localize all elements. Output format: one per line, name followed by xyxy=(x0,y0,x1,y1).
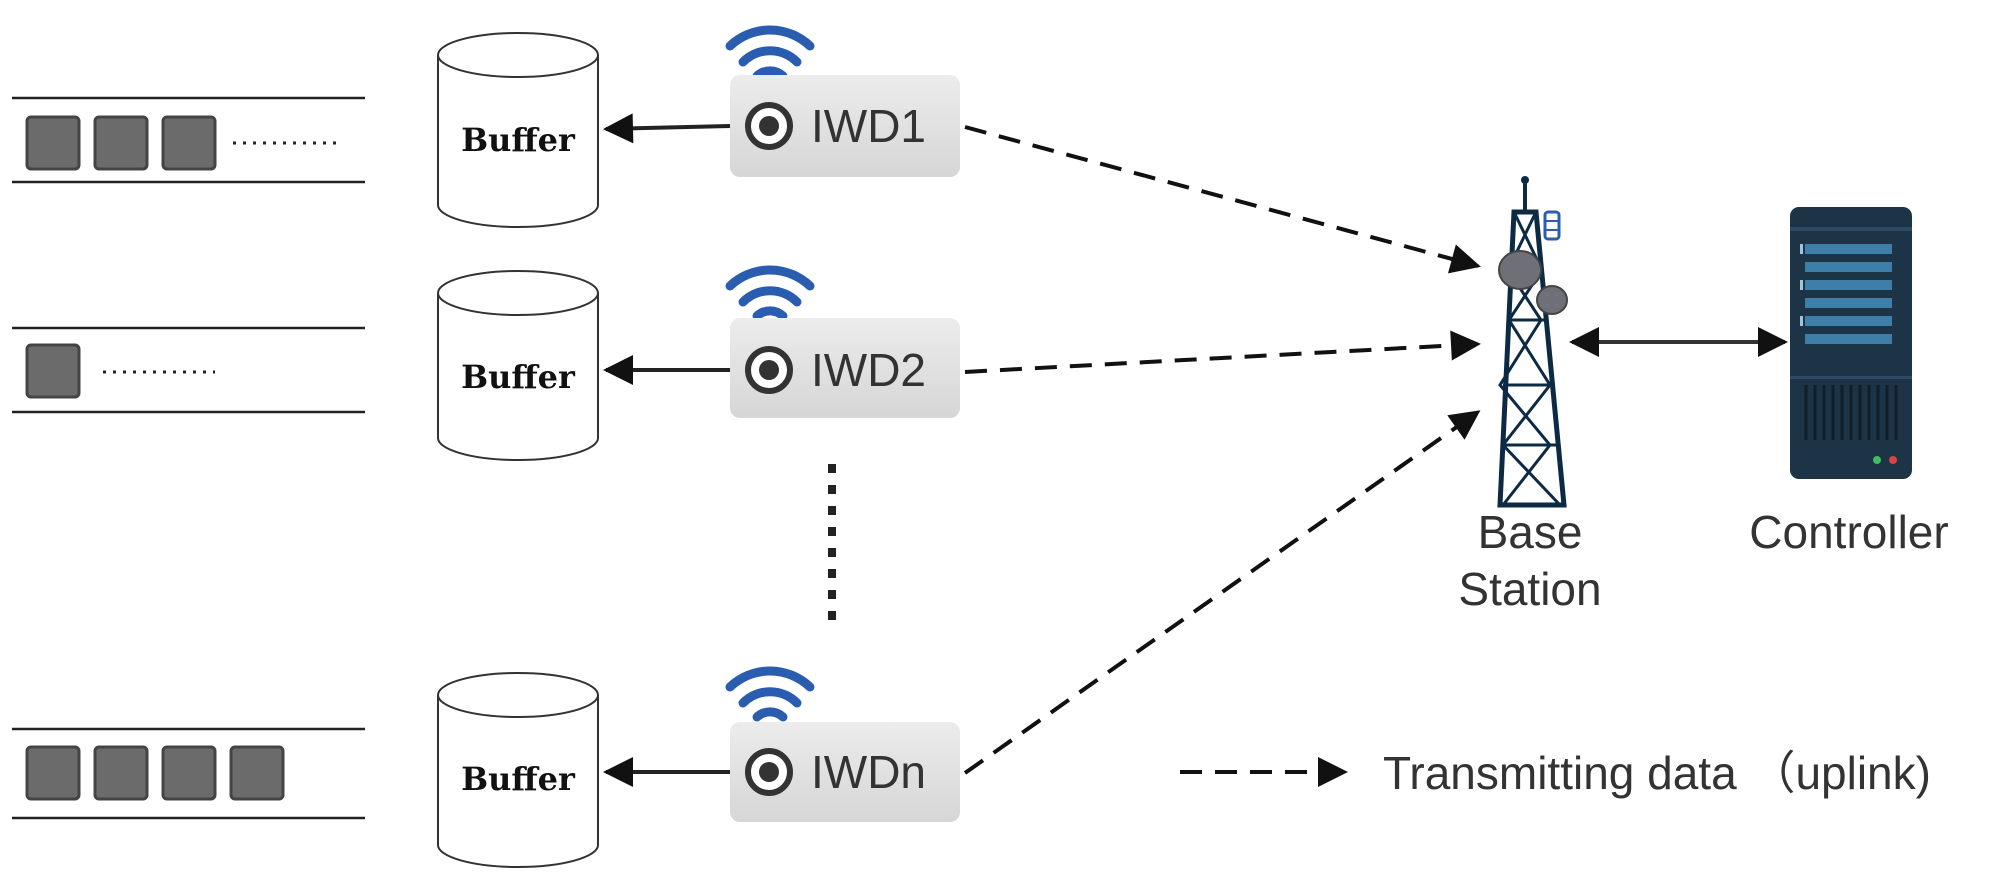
packet xyxy=(161,115,217,171)
device-row-2: Buffer IWD2 xyxy=(12,265,960,461)
packet xyxy=(93,745,149,801)
wifi-icon xyxy=(725,25,815,81)
buffer-label: Buffer xyxy=(461,121,576,159)
buffer-label: Buffer xyxy=(461,358,576,396)
uplink-arrow-n xyxy=(963,410,1481,775)
buffer-cylinder-1: Buffer xyxy=(437,32,599,228)
controller-label: Controller xyxy=(1749,506,1948,558)
packet xyxy=(25,115,81,171)
packet xyxy=(25,343,81,399)
iwd-device-n: IWDn xyxy=(730,722,960,822)
packet xyxy=(25,745,81,801)
device-label: IWDn xyxy=(811,746,926,798)
wifi-icon xyxy=(725,666,815,722)
buffer-cylinder-n: Buffer xyxy=(437,672,599,868)
packet xyxy=(161,745,217,801)
uplink-arrow-1 xyxy=(964,125,1481,274)
device-row-n: Buffer IWDn xyxy=(12,666,960,868)
device-label: IWD2 xyxy=(811,344,926,396)
iwd-device-1: IWD1 xyxy=(730,75,960,177)
base-station-tower-icon xyxy=(1497,176,1568,508)
base-station-label-line1: Base xyxy=(1478,506,1583,558)
base-station-label-line2: Station xyxy=(1458,563,1601,615)
legend-label: Transmitting data （uplink) xyxy=(1383,747,1931,799)
iwd-device-2: IWD2 xyxy=(730,318,960,418)
device-to-buffer-arrow xyxy=(603,113,731,144)
packet xyxy=(229,745,285,801)
wifi-icon xyxy=(725,265,815,321)
packet-queue-2 xyxy=(12,326,365,414)
buffer-cylinder-2: Buffer xyxy=(437,270,599,461)
packet-queue-1 xyxy=(12,96,365,184)
packet xyxy=(93,115,149,171)
packet-queue-n xyxy=(12,727,365,820)
controller-server-icon xyxy=(1790,207,1912,479)
legend: Transmitting data （uplink) xyxy=(1180,747,1931,799)
buffer-label: Buffer xyxy=(461,760,576,798)
device-row-1: Buffer IWD1 xyxy=(12,25,960,228)
uplink-arrow-2 xyxy=(964,330,1481,374)
device-label: IWD1 xyxy=(811,100,926,152)
